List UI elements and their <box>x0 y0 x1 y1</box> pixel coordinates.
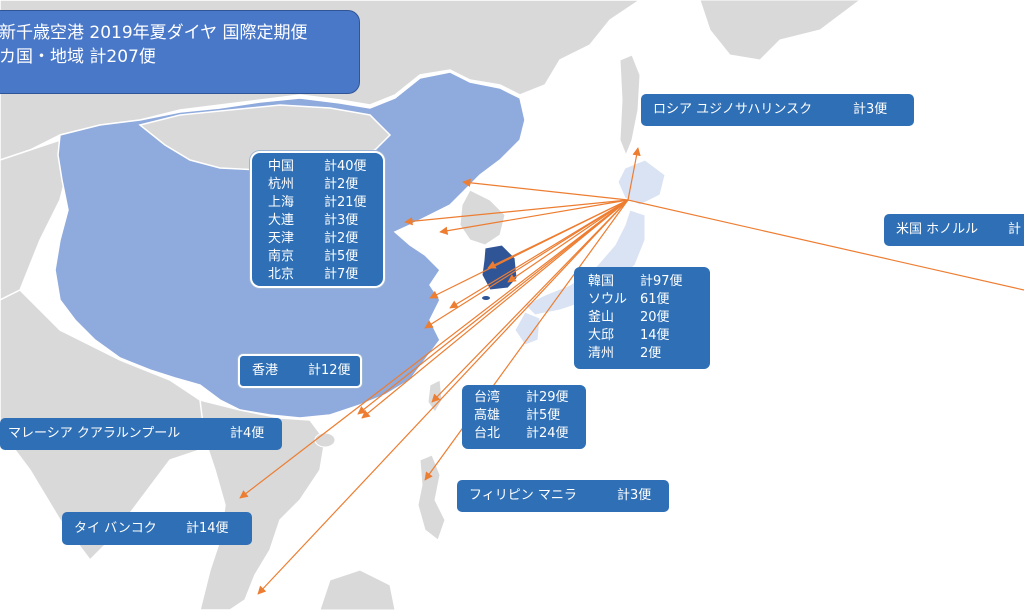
taiwan-row: 台北 計24便 <box>474 425 586 443</box>
korea-row: 大邱 14便 <box>588 327 710 345</box>
route-kaohsiung <box>361 199 629 419</box>
route-taipei <box>431 199 629 403</box>
route-busan <box>507 199 629 283</box>
hainan-island <box>314 432 336 448</box>
china-flights: 計3便 <box>324 213 359 228</box>
route-tianjin <box>404 199 629 226</box>
china-city: 中国 <box>268 159 295 174</box>
taiwan-city: 高雄 <box>474 408 501 423</box>
taiwan-flights: 計5便 <box>526 408 561 423</box>
korea-city: 大邱 <box>588 328 615 343</box>
china-row: 南京 計5便 <box>268 248 383 266</box>
korea-flights: 61便 <box>640 292 670 307</box>
china-city: 上海 <box>268 195 295 210</box>
china-label-box: 中国計40便 杭州計2便 上海計21便 大連計3便 天津計2便 南京計5便 北京… <box>250 151 385 288</box>
malaysia-city: マレーシア クアラルンプール <box>8 426 181 441</box>
borneo-land <box>319 569 396 610</box>
china-flights: 計2便 <box>324 177 359 192</box>
usa-flights: 計 <box>1008 222 1022 237</box>
map-title: 新千歳空港 2019年夏ダイヤ 国際定期便 カ国・地域 計207便 <box>0 10 360 94</box>
korea-flights: 20便 <box>640 310 670 325</box>
korea-city: 韓国 <box>588 274 615 289</box>
china-row: 上海 計21便 <box>268 194 383 212</box>
china-row: 中国 計40便 <box>268 158 383 176</box>
route-manila <box>424 199 629 481</box>
china-flights: 計7便 <box>324 267 359 282</box>
southeast-asia-land <box>199 399 326 610</box>
thailand-flights: 計14便 <box>186 520 229 536</box>
route-bangkok <box>239 199 629 499</box>
taiwan-city: 台北 <box>474 426 501 441</box>
china-row: 天津 計2便 <box>268 230 383 248</box>
hongkong-flights: 計12便 <box>308 363 351 378</box>
route-nanjing <box>429 199 629 299</box>
korea-city: 釜山 <box>588 310 615 325</box>
route-lines <box>239 147 1024 595</box>
china-flights: 計21便 <box>324 195 367 210</box>
jeju-island <box>482 296 490 300</box>
malaysia-label-box: マレーシア クアラルンプール 計4便 <box>0 418 282 450</box>
korea-flights: 計97便 <box>640 274 683 289</box>
china-row: 大連 計3便 <box>268 212 383 230</box>
route-honolulu <box>627 199 1024 291</box>
thailand-label-box: タイ バンコク 計14便 <box>62 512 252 545</box>
taiwan-city: 台湾 <box>474 390 501 405</box>
korea-flights: 2便 <box>640 346 662 361</box>
china-flights: 計5便 <box>324 249 359 264</box>
malaysia-flights: 計4便 <box>230 426 265 441</box>
usa-city: 米国 ホノルル <box>896 222 979 237</box>
taiwan-label-box: 台湾 計29便 高雄 計5便 台北 計24便 <box>462 385 586 449</box>
korea-city: ソウル <box>588 292 628 307</box>
hongkong-city: 香港 <box>252 363 279 378</box>
taiwan-row: 高雄 計5便 <box>474 407 586 425</box>
china-city: 天津 <box>268 231 295 246</box>
korea-row: ソウル 61便 <box>588 291 710 309</box>
china-city: 北京 <box>268 267 295 282</box>
sakhalin-land <box>619 54 641 157</box>
china-city: 杭州 <box>268 177 295 192</box>
route-dalian <box>439 199 629 235</box>
russia-label-box: ロシア ユジノサハリンスク 計3便 <box>641 94 914 126</box>
korea-row: 釜山 20便 <box>588 309 710 327</box>
china-city: 南京 <box>268 249 295 264</box>
taiwan-flights: 計24便 <box>526 426 569 441</box>
china-city: 大連 <box>268 213 295 228</box>
taiwan-row: 台湾 計29便 <box>474 389 586 407</box>
title-line-1: 新千歳空港 2019年夏ダイヤ 国際定期便 <box>0 23 308 43</box>
china-row: 北京 計7便 <box>268 266 383 284</box>
china-flights: 計2便 <box>324 231 359 246</box>
philippines-city: フィリピン マニラ <box>469 488 577 503</box>
russia-flights: 計3便 <box>853 102 888 117</box>
route-sakhalin <box>627 147 641 201</box>
philippines-label-box: フィリピン マニラ 計3便 <box>457 480 669 512</box>
korea-row: 韓国 計97便 <box>588 273 710 291</box>
russia-city: ロシア ユジノサハリンスク <box>653 102 813 117</box>
korea-label-box: 韓国 計97便 ソウル 61便 釜山 20便 大邱 14便 清州 2便 <box>574 267 710 369</box>
korea-city: 清州 <box>588 346 615 361</box>
title-line-2: カ国・地域 計207便 <box>0 47 156 67</box>
route-hongkong <box>357 199 629 415</box>
korea-flights: 14便 <box>640 328 670 343</box>
hongkong-label-box: 香港 計12便 <box>238 354 362 388</box>
china-flights: 計40便 <box>324 159 367 174</box>
usa-label-box: 米国 ホノルル 計 <box>884 214 1024 246</box>
thailand-city: タイ バンコク <box>74 520 157 536</box>
route-hangzhou <box>424 199 629 329</box>
taiwan-flights: 計29便 <box>526 390 569 405</box>
philippines-flights: 計3便 <box>617 488 652 503</box>
china-row: 杭州 計2便 <box>268 176 383 194</box>
north-korea-land <box>459 189 506 246</box>
kyushu-land <box>514 311 541 346</box>
route-kualalumpur <box>257 199 629 595</box>
route-beijing <box>462 178 629 201</box>
far-east-land <box>699 0 861 61</box>
korea-row: 清州 2便 <box>588 345 710 363</box>
